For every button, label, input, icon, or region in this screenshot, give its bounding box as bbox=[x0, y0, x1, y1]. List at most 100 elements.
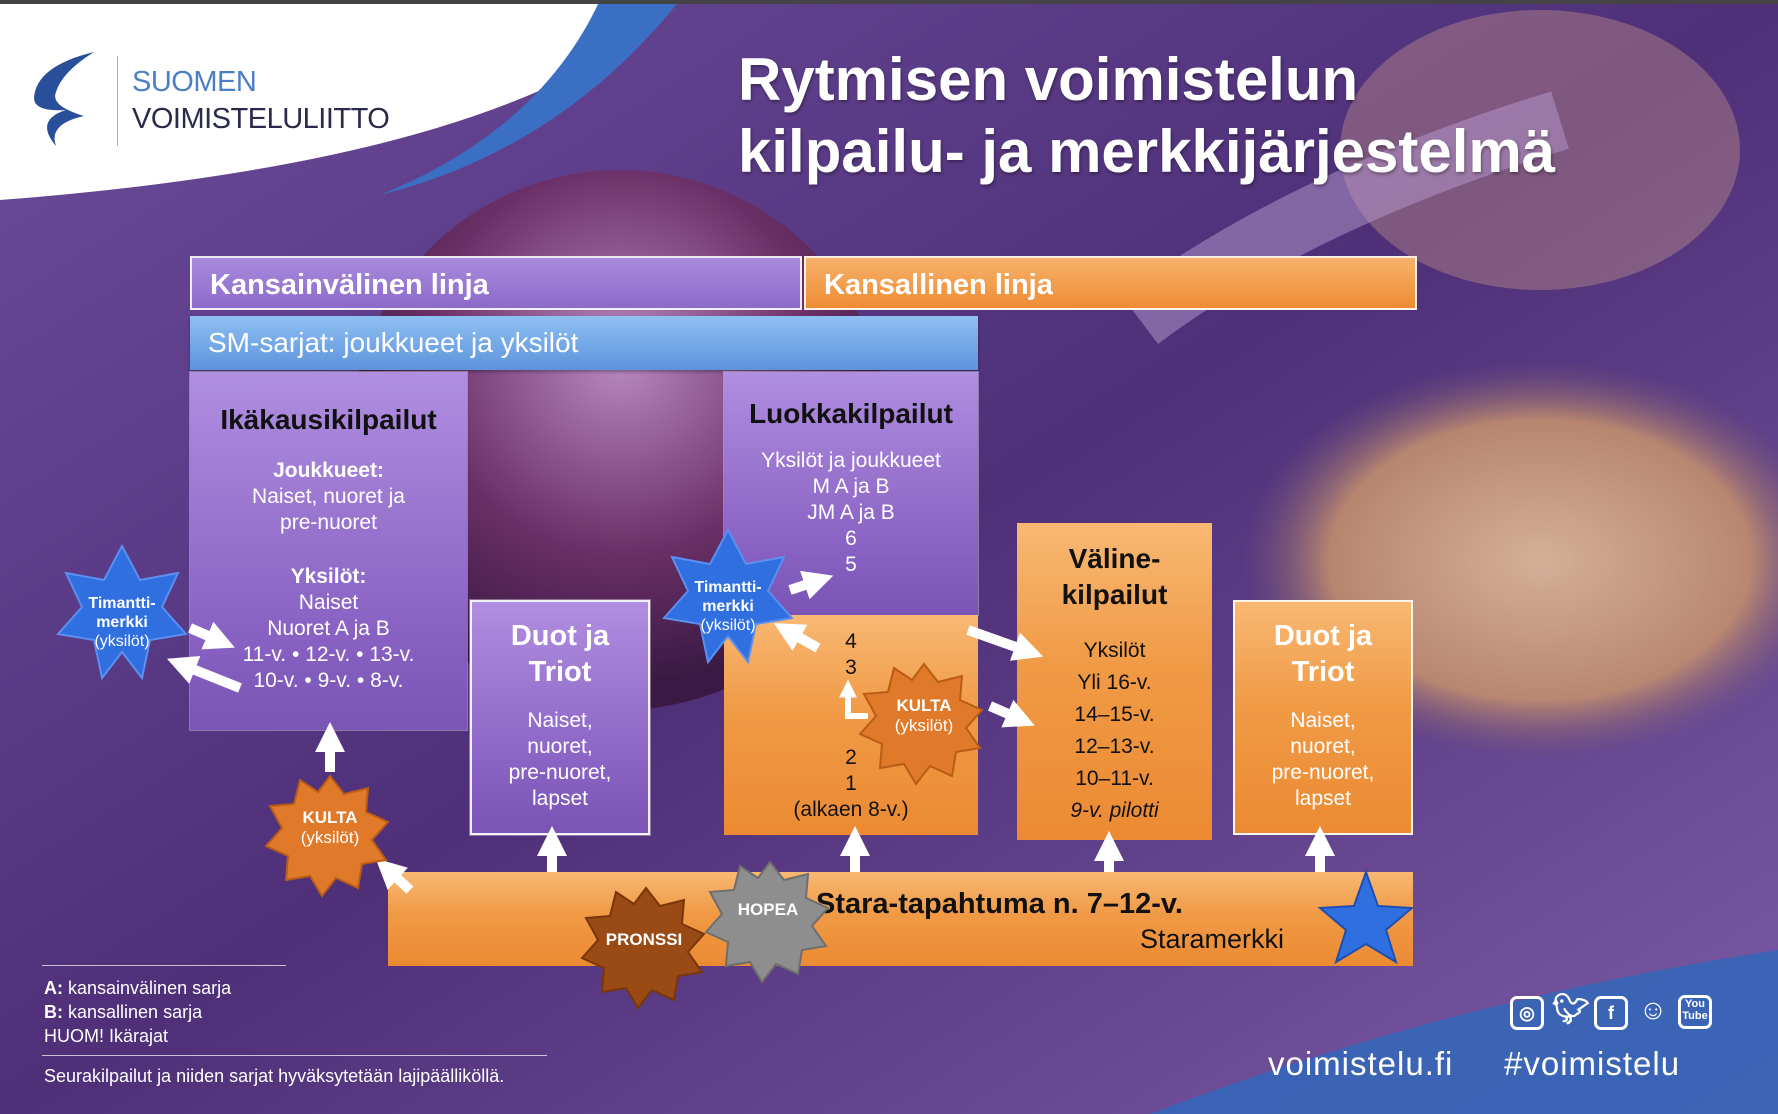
title-line2: kilpailu- ja merkkijärjestelmä bbox=[738, 118, 1556, 185]
teams-line2: pre-nuoret bbox=[280, 511, 377, 534]
stara-event-bar: Stara-tapahtuma n. 7–12-v. Staramerkki bbox=[388, 872, 1413, 966]
arrow-stara-kulta1 bbox=[375, 858, 414, 894]
class-line2: M A ja B bbox=[812, 475, 890, 498]
diamond-badge-1: Timantti- merkki (yksilöt) bbox=[72, 594, 172, 651]
class-level-5: 5 bbox=[845, 553, 857, 576]
diamond-badge-1-l3: (yksilöt) bbox=[94, 633, 150, 650]
diamond-badge-1-l1: Timantti- bbox=[88, 595, 156, 612]
apparatus-line2: Yli 16-v. bbox=[1077, 671, 1152, 694]
title-line1: Rytmisen voimistelun bbox=[738, 46, 1359, 113]
teams-label: Joukkueet: bbox=[273, 459, 384, 482]
class-level-2: 2 bbox=[845, 746, 857, 769]
footer-hashtag[interactable]: #voimistelu bbox=[1504, 1045, 1681, 1082]
legend-b: B: kansallinen sarja bbox=[44, 1002, 203, 1022]
stara-badge-label: Staramerkki bbox=[1140, 924, 1285, 954]
legend-divider-top bbox=[42, 965, 286, 966]
duos-trios-title-2b: Triot bbox=[1291, 656, 1355, 688]
logo-divider bbox=[117, 56, 118, 146]
logo-line2: VOIMISTELULIITTO bbox=[132, 103, 390, 135]
gold-badge-2-l1: KULTA bbox=[896, 696, 952, 715]
apparatus-title-2: kilpailut bbox=[1061, 579, 1168, 610]
class-start-age: (alkaen 8-v.) bbox=[793, 798, 909, 821]
diamond-badge-1-shape bbox=[56, 543, 188, 681]
class-competitions-title: Luokkakilpailut bbox=[749, 398, 953, 429]
gold-badge-2: KULTA (yksilöt) bbox=[874, 696, 974, 736]
silver-badge-shape bbox=[704, 860, 830, 984]
gold-badge-1-l2: (yksilöt) bbox=[300, 828, 360, 847]
gold-badge-2-shape bbox=[858, 662, 984, 786]
class-level-6: 6 bbox=[845, 527, 857, 550]
diamond-badge-2-l2: merkki bbox=[702, 598, 754, 615]
teams-line1: Naiset, nuoret ja bbox=[252, 485, 405, 508]
age-competitions-box: Ikäkausikilpailut Joukkueet: Naiset, nuo… bbox=[190, 372, 467, 730]
duos-trios-2-line2: nuoret, bbox=[1290, 735, 1356, 758]
duos-trios-box-2: Duot ja Triot Naiset, nuoret, pre-nuoret… bbox=[1233, 600, 1413, 835]
international-line-header: Kansainvälinen linja bbox=[190, 256, 802, 310]
twitter-icon[interactable]: 🐦︎ bbox=[1552, 993, 1591, 1026]
stara-star-icon bbox=[1317, 868, 1415, 965]
arrow-tim2-in bbox=[788, 570, 834, 600]
bronze-badge-shape bbox=[580, 886, 706, 1010]
class-level-4: 4 bbox=[845, 630, 857, 653]
duos-trios-1-line1: Naiset, bbox=[527, 709, 593, 732]
individuals-line1: Naiset bbox=[298, 591, 359, 614]
flow-arrows bbox=[167, 570, 1335, 894]
legend-age-note: HUOM! Ikärajat bbox=[44, 1026, 169, 1046]
arrow-luokka-valine-2 bbox=[987, 699, 1035, 728]
arrow-tim2-out bbox=[773, 623, 821, 653]
apparatus-line6: 9-v. pilotti bbox=[1070, 799, 1159, 822]
arrow-tim1-out bbox=[167, 656, 242, 693]
sm-series-bar: SM-sarjat: joukkueet ja yksilöt bbox=[190, 316, 978, 370]
legend-a: A: kansainvälinen sarja bbox=[44, 978, 232, 998]
swirl-logo-icon bbox=[34, 52, 94, 146]
diamond-badge-2-shape bbox=[662, 527, 794, 665]
logo-text: SUOMEN VOIMISTELULIITTO bbox=[132, 64, 390, 138]
duos-trios-box-1: Duot ja Triot Naiset, nuoret, pre-nuoret… bbox=[470, 600, 650, 835]
diamond-badge-2: Timantti- merkki (yksilöt) bbox=[678, 578, 778, 635]
individuals-line3: 11-v. • 12-v. • 13-v. bbox=[242, 643, 415, 666]
gold-badge-1-shape bbox=[264, 774, 390, 898]
age-competitions-title: Ikäkausikilpailut bbox=[220, 404, 437, 435]
apparatus-line3: 14–15-v. bbox=[1074, 703, 1155, 726]
individuals-line2: Nuoret A ja B bbox=[267, 617, 390, 640]
duos-trios-1-line2: nuoret, bbox=[527, 735, 593, 758]
arrow-luokka-valine-1 bbox=[966, 625, 1044, 661]
logo-line1: SUOMEN bbox=[132, 66, 257, 98]
apparatus-line5: 10–11-v. bbox=[1075, 767, 1154, 790]
legend-club-note: Seurakilpailut ja niiden sarjat hyväksyt… bbox=[44, 1066, 505, 1086]
class-level-3: 3 bbox=[845, 656, 857, 679]
class-level-1: 1 bbox=[845, 772, 857, 795]
diamond-badge-1-l2: merkki bbox=[96, 614, 148, 631]
individuals-label: Yksilöt: bbox=[290, 565, 367, 588]
duos-trios-title-2a: Duot ja bbox=[1273, 620, 1373, 652]
snapchat-icon[interactable]: ☺ bbox=[1638, 994, 1668, 1025]
duos-trios-title-1b: Triot bbox=[528, 656, 592, 688]
duos-trios-2-line3: pre-nuoret, bbox=[1271, 761, 1375, 784]
duos-trios-2-line1: Naiset, bbox=[1290, 709, 1356, 732]
instagram-icon[interactable]: ◎ bbox=[1510, 996, 1544, 1030]
duos-trios-1-line4: lapset bbox=[531, 787, 589, 810]
diamond-badge-2-l1: Timantti- bbox=[694, 579, 762, 596]
bronze-badge: PRONSSI bbox=[605, 930, 683, 949]
arrow-tim1-in bbox=[187, 621, 235, 650]
apparatus-line1: Yksilöt bbox=[1083, 639, 1146, 662]
legend-divider-bottom bbox=[42, 1055, 547, 1056]
duos-trios-2-line4: lapset bbox=[1294, 787, 1352, 810]
class-line3: JM A ja B bbox=[807, 501, 895, 524]
apparatus-line4: 12–13-v. bbox=[1074, 735, 1155, 758]
duos-trios-1-line3: pre-nuoret, bbox=[508, 761, 612, 784]
silver-badge: HOPEA bbox=[737, 900, 799, 919]
facebook-icon[interactable]: f bbox=[1594, 996, 1628, 1030]
arrow-kulta2-up bbox=[839, 679, 868, 719]
stara-title: Stara-tapahtuma n. 7–12-v. bbox=[816, 888, 1183, 920]
national-line-header: Kansallinen linja bbox=[804, 256, 1417, 310]
page-title: Rytmisen voimistelun kilpailu- ja merkki… bbox=[738, 44, 1738, 188]
diamond-badge-2-l3: (yksilöt) bbox=[700, 617, 756, 634]
gold-badge-1-l1: KULTA bbox=[302, 808, 358, 827]
apparatus-title-1: Väline- bbox=[1068, 543, 1161, 574]
apparatus-competitions-box: Väline- kilpailut Yksilöt Yli 16-v. 14–1… bbox=[1017, 523, 1212, 840]
legend: A: kansainvälinen sarja B: kansallinen s… bbox=[44, 976, 231, 1048]
footer-site[interactable]: voimistelu.fi bbox=[1268, 1045, 1454, 1082]
